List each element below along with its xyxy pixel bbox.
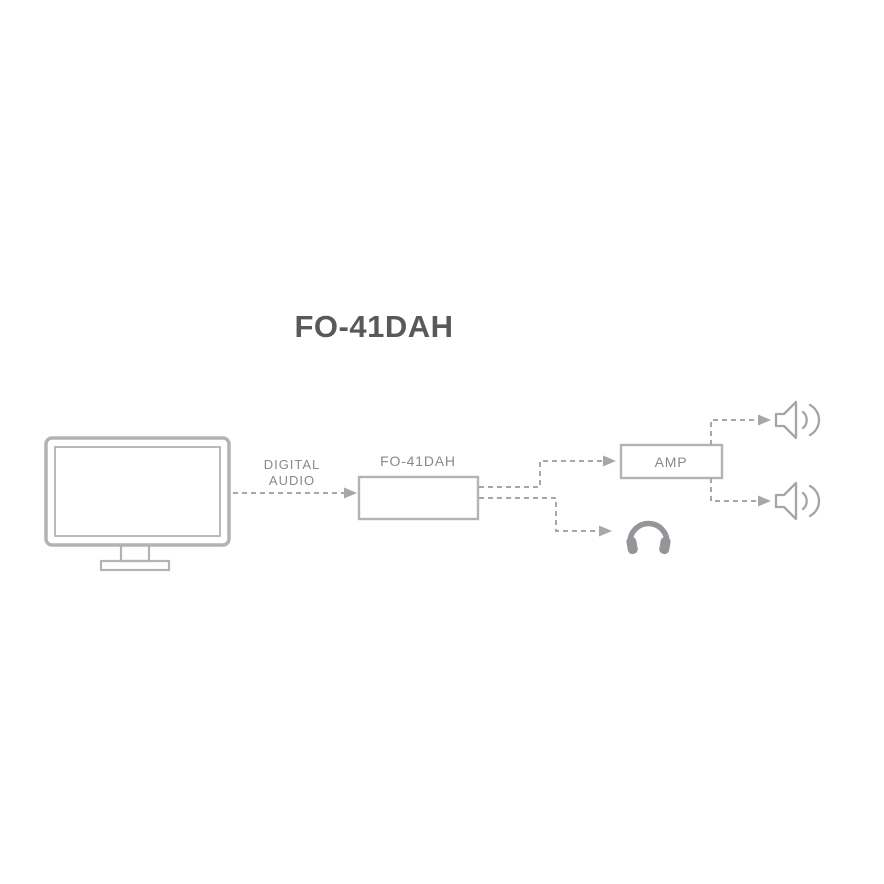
- speaker-wave-inner: [801, 410, 808, 430]
- amp-to-top-speaker-arrowhead: [758, 414, 771, 426]
- speaker-wave-inner: [801, 491, 808, 511]
- amp-to-bottom-speaker-dash-line: [710, 478, 758, 502]
- amp-to-bottom-speaker-arrowhead: [758, 495, 771, 507]
- page-title: FO-41DAH: [294, 309, 453, 344]
- digital-audio-arrow: [233, 487, 357, 499]
- headphones-right-cup: [659, 536, 671, 555]
- amp-box: [619, 443, 724, 480]
- speaker-icon-top: [774, 400, 821, 440]
- monitor-stand-neck: [119, 545, 151, 563]
- headphones-left-cup: [626, 536, 638, 555]
- monitor-screen: [54, 446, 221, 537]
- headphones-band: [627, 520, 670, 545]
- device-to-amp-dash-line: [479, 460, 603, 488]
- speaker-wave-outer: [808, 484, 821, 518]
- headphones-icon: [626, 520, 671, 555]
- device-to-amp-arrow: [479, 455, 616, 488]
- device-box: [357, 475, 480, 521]
- digital-audio-label-line2: AUDIO: [269, 473, 315, 488]
- device-to-amp-arrowhead: [603, 455, 616, 467]
- digital-audio-arrowhead: [344, 487, 357, 499]
- speaker-body: [774, 481, 798, 521]
- device-box-label: FO-41DAH: [380, 453, 456, 469]
- device-to-headphones-dash-line: [479, 497, 599, 532]
- amp-box-rect: [619, 443, 724, 480]
- amp-to-top-speaker-dash-line: [710, 419, 758, 445]
- device-to-headphones-arrow: [479, 497, 612, 537]
- amp-to-bottom-speaker-arrow: [710, 478, 771, 507]
- monitor-icon: [44, 436, 231, 572]
- amp-box-label: AMP: [655, 454, 688, 470]
- speaker-icon-bottom: [774, 481, 821, 521]
- device-box-rect: [357, 475, 480, 521]
- speaker-wave-outer: [808, 403, 821, 437]
- digital-audio-label-line1: DIGITAL: [264, 457, 321, 472]
- amp-to-top-speaker-arrow: [710, 414, 771, 445]
- monitor-outer-frame: [44, 436, 231, 547]
- speaker-body: [774, 400, 798, 440]
- device-to-headphones-arrowhead: [599, 525, 612, 537]
- monitor-stand-base: [99, 559, 171, 572]
